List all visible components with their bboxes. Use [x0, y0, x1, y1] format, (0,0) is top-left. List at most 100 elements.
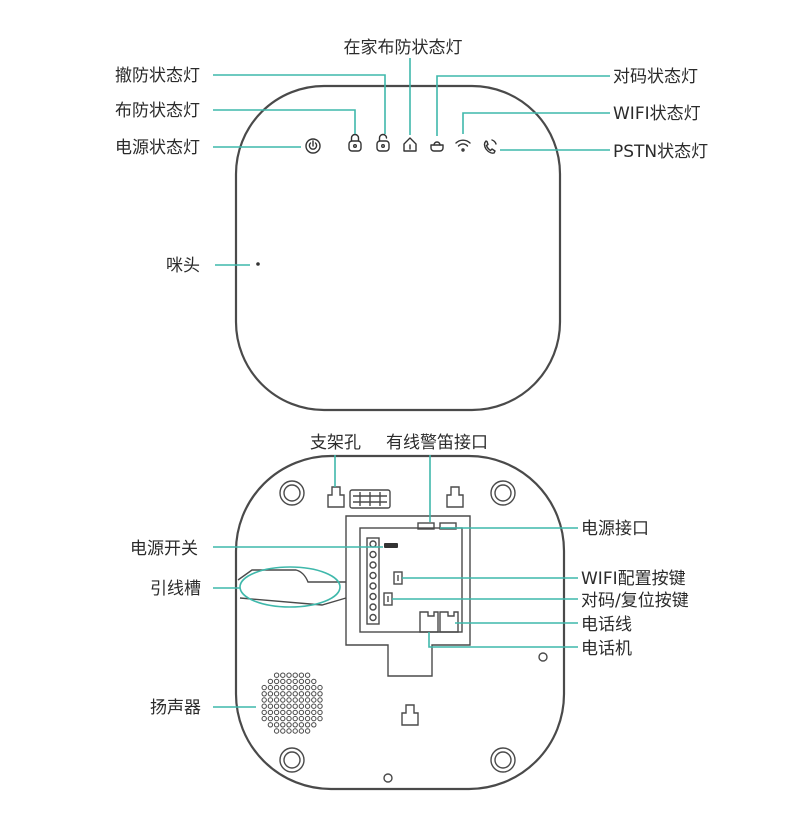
cable-slot — [237, 569, 347, 606]
speaker-hole — [261, 697, 267, 703]
speaker-hole — [273, 703, 280, 709]
terminal-block — [366, 537, 380, 625]
label-phone-line: 电话线 — [581, 615, 632, 635]
speaker-hole — [292, 722, 298, 728]
speaker-hole — [292, 697, 298, 703]
speaker-hole — [267, 678, 274, 685]
speaker-hole — [273, 697, 280, 703]
speaker-hole — [286, 728, 292, 734]
speaker-hole — [286, 691, 292, 697]
speaker-hole — [280, 684, 286, 691]
speaker-hole — [267, 722, 274, 728]
label-pair-reset-button: 对码/复位按键 — [581, 591, 689, 611]
speaker-hole — [311, 703, 317, 709]
speaker-grille — [261, 672, 323, 734]
speaker-hole — [304, 728, 311, 734]
terminal-screw — [369, 550, 377, 559]
speaker-hole — [286, 722, 292, 728]
speaker-hole — [280, 715, 286, 722]
speaker-hole — [273, 672, 280, 678]
speaker-hole — [267, 697, 274, 703]
speaker-hole — [292, 728, 298, 734]
speaker-hole — [273, 709, 280, 716]
speaker-hole — [280, 703, 286, 709]
speaker-hole — [298, 697, 305, 703]
leader-wifi — [462, 112, 610, 134]
speaker-hole — [286, 703, 292, 709]
speaker-hole — [280, 728, 286, 734]
speaker-hole — [280, 722, 286, 728]
speaker-hole — [286, 715, 292, 722]
label-pairing: 对码状态灯 — [613, 67, 698, 87]
corner-foot — [279, 747, 305, 773]
speaker-hole — [311, 691, 317, 697]
leader-phone — [428, 632, 578, 648]
label-speaker: 扬声器 — [150, 698, 201, 718]
speaker-hole — [273, 715, 280, 722]
speaker-hole — [317, 715, 323, 722]
label-bracket-hole: 支架孔 — [310, 433, 361, 453]
bracket-hole — [327, 486, 345, 508]
speaker-hole — [273, 722, 280, 728]
terminal-screw — [369, 561, 377, 569]
power-switch — [384, 543, 398, 548]
speaker-hole — [298, 709, 305, 716]
back-view: 支架孔 有线警笛接口 电源接口 电源开关 引线槽 WIFI配置按键 对码/复位按… — [130, 433, 689, 791]
label-home-arm: 在家布防状态灯 — [344, 38, 463, 58]
speaker-hole — [267, 703, 274, 709]
speaker-hole — [292, 678, 298, 685]
terminal-screw — [369, 592, 377, 601]
speaker-hole — [317, 684, 323, 691]
speaker-hole — [273, 691, 280, 697]
label-siren-port: 有线警笛接口 — [386, 433, 488, 453]
speaker-hole — [311, 678, 317, 685]
label-disarm: 撤防状态灯 — [115, 66, 200, 86]
label-arm: 布防状态灯 — [115, 101, 200, 121]
speaker-hole — [317, 709, 323, 716]
speaker-hole — [273, 684, 280, 691]
speaker-hole — [280, 691, 286, 697]
speaker-hole — [298, 715, 305, 722]
speaker-hole — [298, 722, 305, 728]
speaker-hole — [261, 684, 267, 691]
corner-foot — [490, 747, 516, 773]
front-panel-body — [234, 84, 562, 412]
speaker-hole — [304, 703, 311, 709]
speaker-hole — [298, 691, 305, 697]
power-port — [417, 522, 457, 530]
bracket-hole — [401, 704, 419, 726]
speaker-hole — [304, 684, 311, 691]
speaker-hole — [311, 697, 317, 703]
wiring-compartment-inner — [359, 527, 463, 633]
pairing-icon — [430, 141, 444, 152]
wifi-icon — [455, 139, 471, 152]
terminal-screw — [369, 603, 377, 611]
cable-slot-highlight — [239, 566, 341, 608]
speaker-hole — [292, 672, 298, 678]
speaker-hole — [280, 678, 286, 685]
speaker-hole — [298, 703, 305, 709]
label-pstn: PSTN状态灯 — [613, 142, 708, 162]
phone-icon — [483, 139, 497, 154]
speaker-hole — [286, 672, 292, 678]
vent-slot — [349, 489, 391, 509]
leader-pairing — [436, 75, 610, 136]
speaker-hole — [292, 709, 298, 716]
speaker-hole — [298, 728, 305, 734]
speaker-hole — [304, 709, 311, 716]
speaker-hole — [280, 697, 286, 703]
speaker-hole — [267, 709, 274, 716]
speaker-hole — [261, 715, 267, 722]
speaker-hole — [273, 728, 280, 734]
terminal-screw — [369, 582, 377, 590]
lock-icon — [348, 133, 362, 152]
mic-hole — [256, 262, 260, 266]
speaker-hole — [267, 715, 274, 722]
screw-hole-small — [383, 773, 393, 783]
speaker-hole — [298, 684, 305, 691]
speaker-hole — [317, 691, 323, 697]
label-wifi: WIFI状态灯 — [613, 104, 701, 124]
speaker-hole — [317, 703, 323, 709]
speaker-hole — [304, 697, 311, 703]
